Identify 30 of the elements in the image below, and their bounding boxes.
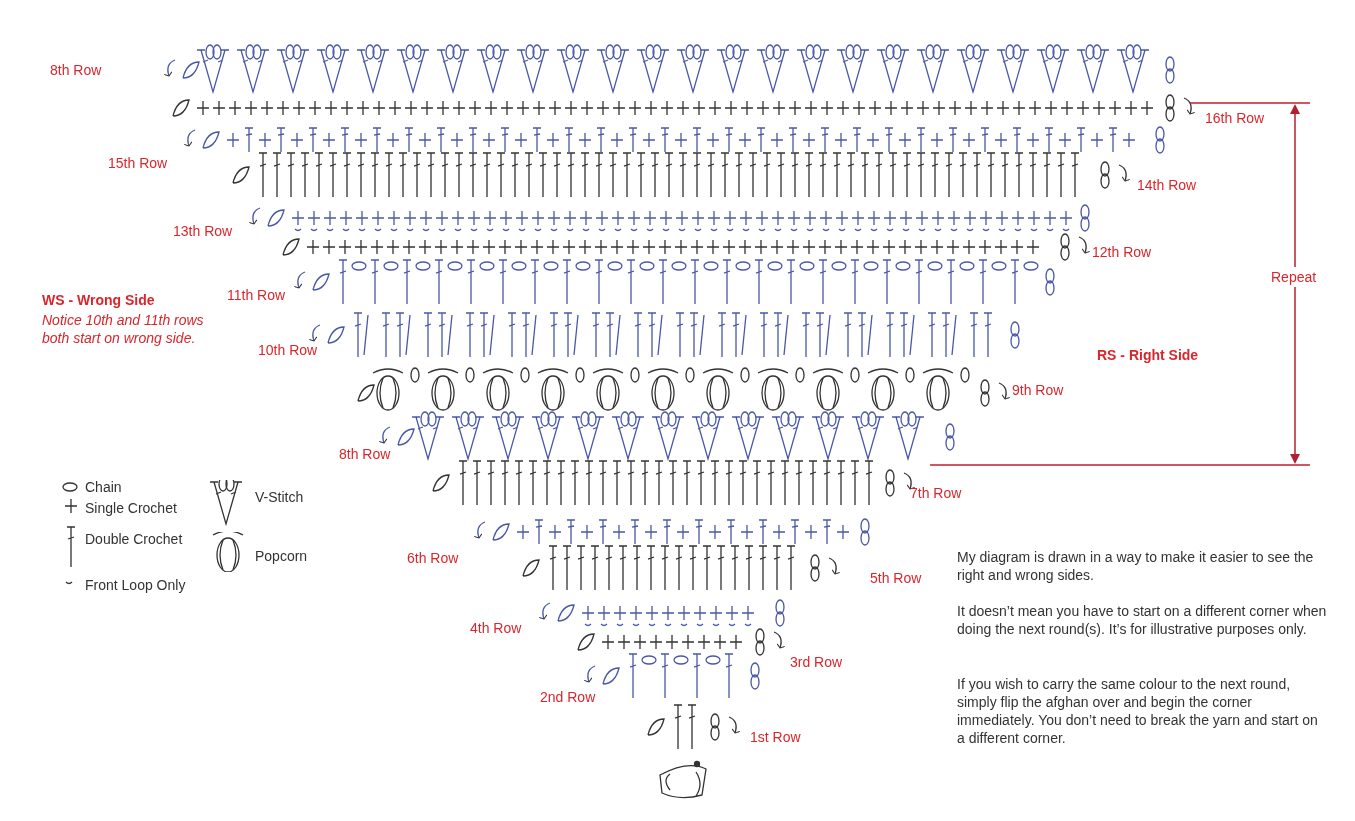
row-label: 13th Row <box>173 223 233 239</box>
repeat-label: Repeat <box>1271 267 1317 287</box>
side-heading: WS - Wrong Side <box>42 292 155 308</box>
row-label: 10th Row <box>258 342 318 358</box>
row-label: 2nd Row <box>540 689 596 705</box>
row-label: 8th Row <box>50 62 102 78</box>
side-heading: RS - Right Side <box>1097 347 1199 363</box>
row-label: 5th Row <box>870 570 922 586</box>
row-label: 14th Row <box>1137 177 1197 193</box>
legend-label: Front Loop Only <box>85 577 186 593</box>
row-label: 11th Row <box>227 287 286 303</box>
legend-label: Popcorn <box>255 548 308 564</box>
row-label: 12th Row <box>1092 244 1152 260</box>
row-label: 1st Row <box>750 729 801 745</box>
row-label: 6th Row <box>407 550 459 566</box>
row-label: 4th Row <box>470 620 522 636</box>
legend-label: Single Crochet <box>85 500 177 516</box>
note-text: If you wish to carry the same colour to the next round, simply flip the afghan over and begin the corner immediately. You don’t need to break the yarn and start on a different corner. <box>957 675 1319 747</box>
row-label: 3rd Row <box>790 654 843 670</box>
note-text: Notice 10th and 11th rows both start on wrong side. <box>42 311 205 347</box>
note-text: It doesn’t mean you have to start on a different corner when doing the next round(s). It’s for illustrative purposes only. <box>957 602 1327 638</box>
legend-label: Double Crochet <box>85 531 183 547</box>
row-label: 8th Row <box>339 446 391 462</box>
note-text: My diagram is drawn in a way to make it easier to see the right and wrong sides. <box>957 548 1315 584</box>
row-label: 9th Row <box>1012 382 1064 398</box>
legend-label: Chain <box>85 479 122 495</box>
row-label: 16th Row <box>1205 110 1265 126</box>
legend-label: V-Stitch <box>255 489 304 505</box>
row-label: 7th Row <box>910 485 962 501</box>
row-label: 15th Row <box>108 155 168 171</box>
